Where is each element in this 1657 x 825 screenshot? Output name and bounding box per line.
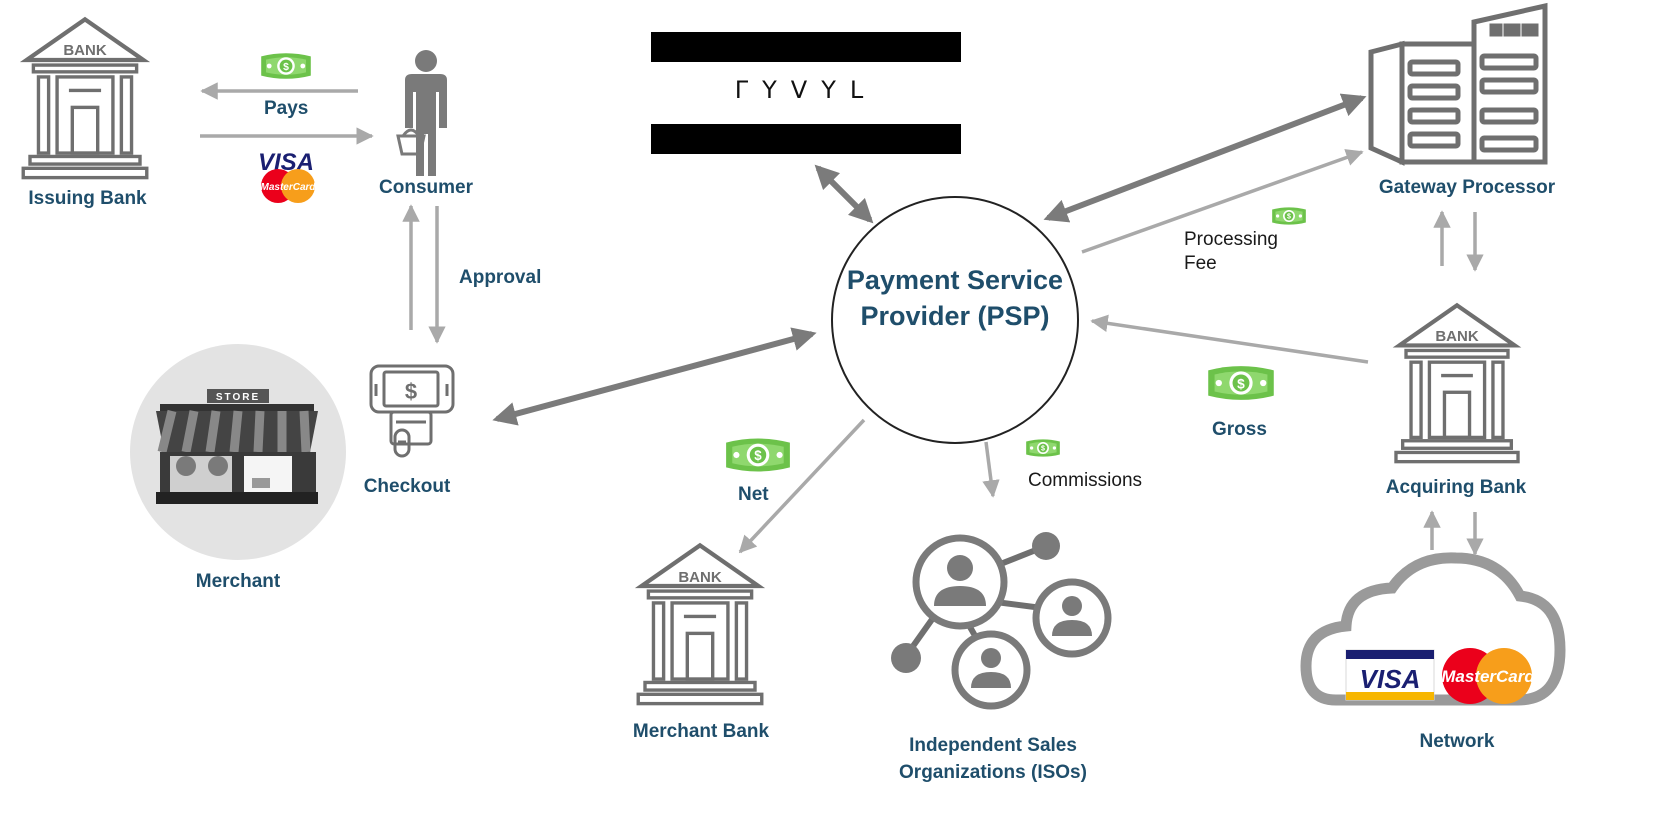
merchant-store-icon: STORE	[130, 344, 346, 560]
psp-title-line2: Provider (PSP)	[860, 301, 1050, 332]
arrow-psp-gateway	[1043, 93, 1367, 223]
bill-icon-commissions	[1026, 439, 1060, 457]
logo-text: ΓYVYL	[734, 76, 878, 104]
flow-arrows-bidirectional	[492, 93, 1367, 426]
isos-label-line2: Organizations (ISOs)	[899, 762, 1087, 783]
merchant-bank-sign: BANK	[678, 569, 721, 586]
tyvyl-logo	[651, 32, 961, 154]
processing-fee-line1: Processing	[1184, 229, 1278, 250]
card-brands-small-icon: VISA MasterCard	[258, 149, 316, 203]
processing-fee-line2: Fee	[1184, 252, 1217, 274]
gateway-server-icon	[1368, 2, 1548, 166]
acquiring-bank-label: Acquiring Bank	[1385, 477, 1527, 498]
approval-label: Approval	[459, 267, 542, 288]
isos-label-line1: Independent Sales	[909, 735, 1077, 756]
checkout-pos-icon: $	[369, 364, 455, 458]
pays-label: Pays	[264, 98, 309, 119]
merchant-bank-label: Merchant Bank	[632, 721, 770, 742]
consumer-label: Consumer	[379, 177, 473, 198]
net-label: Net	[738, 484, 769, 505]
merchant-label: Merchant	[195, 571, 281, 592]
psp-title-line1: Payment Service	[846, 265, 1064, 295]
gateway-processor-label: Gateway Processor	[1378, 177, 1556, 198]
arrow-checkout-psp	[492, 327, 817, 426]
arrow-acquirer-to-psp	[1090, 314, 1369, 364]
commissions-label: Commissions	[1028, 470, 1143, 491]
arrow-psp-to-merchant-bank	[738, 418, 866, 554]
psp-title: Payment Service Provider (PSP)	[833, 262, 1077, 335]
arrow-logo-psp	[814, 164, 874, 224]
isos-label: Independent Sales Organizations (ISOs)	[880, 732, 1106, 786]
processing-fee-label: Processing Fee	[1184, 228, 1278, 276]
network-label: Network	[1419, 731, 1495, 752]
bill-icon-gross	[1208, 366, 1274, 400]
bill-icon-processing-fee	[1272, 207, 1306, 225]
network-cloud-icon: VISA MasterCard	[1300, 552, 1566, 706]
consumer-icon	[396, 50, 447, 176]
gross-label: Gross	[1212, 419, 1267, 440]
isos-network-icon	[891, 532, 1112, 710]
store-sign-text: STORE	[216, 392, 260, 403]
mastercard-small-text: MasterCard	[260, 182, 316, 193]
bill-icon-pays	[261, 53, 311, 79]
bill-icon-net	[726, 438, 790, 472]
checkout-label: Checkout	[363, 476, 451, 497]
arrow-psp-to-isos	[982, 441, 1000, 498]
pos-dollar-text: $	[405, 379, 417, 404]
psp-circle	[831, 196, 1079, 444]
issuing-bank-label: Issuing Bank	[28, 188, 147, 209]
visa-large-text: VISA	[1360, 664, 1421, 694]
acquiring-bank-sign: BANK	[1435, 328, 1478, 345]
mastercard-large-text: MasterCard	[1441, 667, 1535, 686]
issuing-bank-sign: BANK	[63, 42, 106, 59]
